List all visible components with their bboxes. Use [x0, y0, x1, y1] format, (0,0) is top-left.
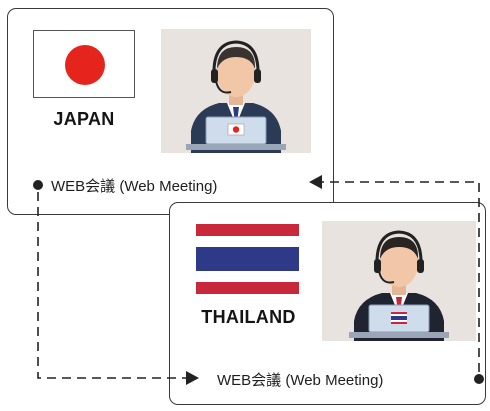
japan-card: JAPAN WEB会議 (Web Meeting)	[7, 8, 334, 215]
thailand-card: THAILAND	[169, 202, 486, 405]
operator-with-headset-icon	[349, 230, 449, 341]
meeting-label-thailand: WEB会議 (Web Meeting)	[217, 372, 384, 389]
thai-stripe-blue	[196, 247, 299, 271]
thailand-operator-portrait	[322, 221, 476, 341]
thai-stripe-red-bottom	[196, 282, 299, 294]
operator-with-headset-icon	[186, 40, 286, 153]
japan-operator-portrait	[161, 29, 311, 153]
japan-flag-disc	[65, 45, 105, 85]
thai-stripe-red-top	[196, 224, 299, 236]
thai-stripe-white-top	[196, 235, 299, 248]
country-label-japan: JAPAN	[53, 109, 115, 129]
country-label-thailand: THAILAND	[201, 307, 296, 327]
thailand-flag-icon	[196, 224, 299, 294]
japan-flag-icon	[33, 30, 135, 98]
thai-stripe-white-bottom	[196, 270, 299, 283]
connector-path-japan-to-thailand	[37, 192, 186, 379]
meeting-label-japan: WEB会議 (Web Meeting)	[51, 178, 218, 195]
